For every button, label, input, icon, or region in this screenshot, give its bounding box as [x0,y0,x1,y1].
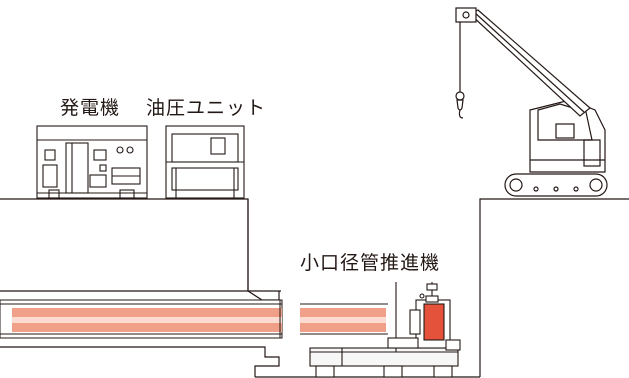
hydraulic-unit-icon [165,125,245,199]
generator-icon [36,125,148,199]
pipe-left [0,299,283,339]
generator-label: 発電機 [60,97,121,119]
shaft-right-wall [479,198,629,377]
pipe-segment [300,300,388,338]
ground-profile-line [0,198,281,292]
hydraulic-unit-label: 油圧ユニット [146,97,267,119]
tunnel-lower-boundary [0,346,280,377]
pusher-machine-icon [309,282,461,378]
tunnel-boundary-left [0,290,280,301]
crane-icon [455,7,608,197]
pusher-machine-label: 小口径管推進機 [300,252,441,274]
